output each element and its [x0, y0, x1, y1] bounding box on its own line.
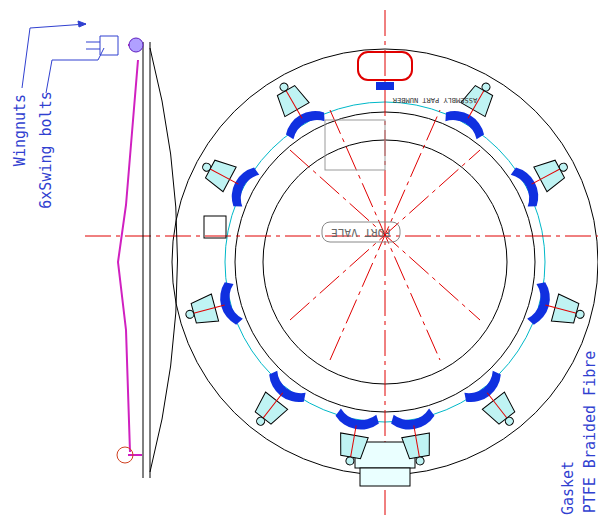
name-plate [204, 216, 226, 238]
clamp-pad [215, 280, 243, 327]
bolt-pivot [129, 38, 143, 52]
wingnut [201, 162, 212, 173]
flange-line [150, 42, 151, 478]
wingnut [504, 416, 515, 427]
swing-bolt [461, 368, 529, 438]
callout-label: PTFE Braided Fibre [581, 351, 598, 514]
swing-bolt [263, 73, 328, 142]
swing-bolt [442, 73, 507, 142]
bolt-body [482, 392, 518, 427]
wingnut [279, 82, 290, 93]
center-lines [85, 10, 598, 515]
callout-label: FORT VALE [331, 226, 391, 239]
handle [358, 52, 412, 90]
lift-handle [358, 52, 412, 80]
hinge-side [117, 447, 133, 463]
callout-label: 6xSwing bolts [37, 91, 55, 208]
clamp-pad [526, 280, 554, 327]
swing-bolt [509, 146, 577, 210]
callout-label: ASSEMBLY PART NUMBER [393, 96, 477, 104]
wingnut [345, 456, 354, 465]
swing-bolt [241, 368, 309, 438]
swing-bolt [180, 280, 244, 336]
flange-line [143, 42, 144, 478]
leader-lines [22, 21, 104, 93]
side-view [86, 36, 178, 478]
handle-base [376, 82, 394, 90]
swing-bolt [526, 280, 590, 336]
swing-bolt [328, 408, 381, 469]
wingnut [185, 309, 195, 319]
swing-bolt [390, 408, 443, 469]
callout-label: Wingnuts [11, 94, 29, 166]
wingnut [255, 416, 266, 427]
lid-profile [118, 60, 138, 452]
wingnut [575, 309, 585, 319]
wingnut [481, 82, 492, 93]
leader-line [22, 24, 86, 88]
wingnut [415, 456, 424, 465]
wingnut [558, 162, 569, 173]
dome-profile [150, 48, 178, 472]
center-line [290, 150, 480, 320]
swing-bolt [193, 146, 261, 210]
clamp-pad [390, 408, 436, 433]
data-plate [325, 120, 385, 170]
clamp-pad [334, 408, 380, 433]
arrowhead [78, 21, 86, 27]
swing-bolts [180, 73, 589, 469]
leader-line [46, 48, 104, 93]
callout-label: Gasket [559, 461, 577, 515]
logo-plate [322, 222, 400, 242]
lid-flange [128, 45, 142, 455]
center-line [290, 150, 480, 320]
bolt-body [252, 392, 288, 427]
hinge-pin [360, 468, 410, 486]
plates [204, 120, 400, 242]
